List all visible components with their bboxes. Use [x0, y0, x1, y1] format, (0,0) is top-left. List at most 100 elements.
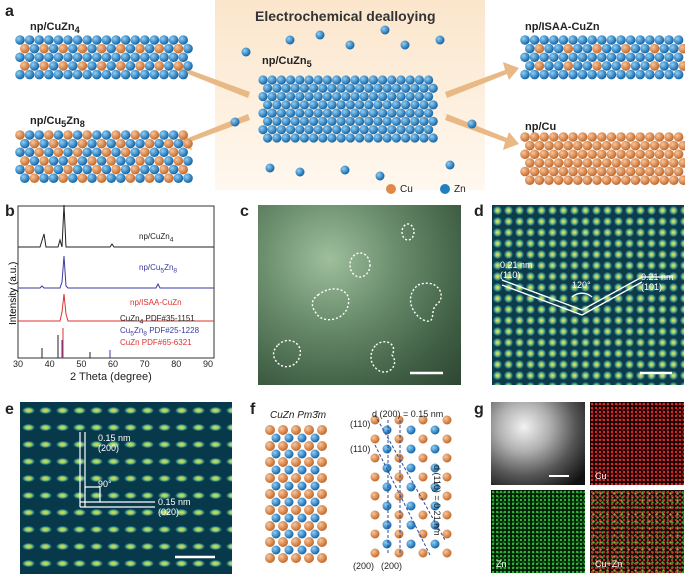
cu-atom — [370, 548, 380, 558]
zn-atom — [539, 52, 549, 63]
zn-atom — [391, 100, 401, 110]
zn-atom — [286, 75, 296, 85]
zn-atom — [558, 52, 569, 63]
zn-atom — [304, 91, 314, 102]
cu-atom — [63, 164, 73, 175]
panel-f-d110: d (110) = 0.21 nm — [432, 465, 442, 536]
cu-atom — [291, 473, 301, 483]
cu-atom — [553, 140, 564, 151]
cu-atom — [525, 158, 535, 168]
cu-atom — [558, 149, 569, 160]
cu-atom — [34, 147, 44, 158]
cu-atom — [442, 434, 452, 444]
zn-atom — [414, 91, 424, 102]
zn-atom — [53, 52, 64, 63]
zn-atom — [297, 465, 307, 475]
cu-atom — [587, 132, 597, 142]
cu-atom — [291, 457, 301, 467]
cu-atom — [544, 175, 554, 185]
zn-atom — [284, 497, 294, 507]
zn-atom — [304, 108, 314, 118]
zn-atom — [553, 61, 564, 71]
cu-atom — [278, 521, 288, 531]
zn-atom — [659, 43, 669, 54]
zn-atom — [378, 108, 388, 118]
cu-atom — [606, 149, 617, 160]
cu-atom — [20, 61, 30, 71]
zn-atom — [606, 69, 617, 80]
cu-atom — [592, 158, 602, 168]
zn-atom — [24, 69, 35, 80]
zn-atom — [135, 138, 145, 149]
cu-atom — [29, 138, 40, 149]
cu-atom — [418, 491, 428, 501]
zn-atom — [299, 133, 309, 143]
cu-atom — [278, 537, 288, 547]
cu-atom — [645, 166, 655, 177]
zn-atom — [606, 35, 617, 45]
zn-atom — [284, 481, 294, 491]
cu-atom — [664, 132, 674, 142]
zn-atom — [284, 545, 294, 555]
panel-f-crystal — [265, 414, 452, 563]
scale-bar — [549, 475, 569, 477]
zn-atom — [295, 167, 305, 177]
trace-label-isaa-cuzn: np/ISAA-CuZn — [130, 298, 182, 307]
zn-atom — [332, 125, 342, 135]
zn-atom — [406, 482, 416, 492]
cu-atom — [304, 425, 314, 435]
cu-atom — [649, 175, 660, 185]
zn-atom — [345, 40, 355, 50]
zn-atom — [410, 116, 420, 126]
zn-atom — [140, 69, 150, 80]
panel-f-d200: d (200) = 0.15 nm — [372, 409, 444, 419]
cu-atom — [96, 138, 107, 149]
zn-atom — [72, 52, 83, 63]
panel-c-label: c — [240, 203, 249, 220]
zn-atom — [664, 52, 674, 63]
cu-atom — [154, 156, 164, 166]
zn-atom — [267, 125, 277, 135]
zn-atom — [310, 513, 320, 523]
zn-atom — [345, 133, 355, 143]
cu-atom — [44, 130, 54, 140]
cu-atom — [649, 158, 660, 168]
cu-atom — [168, 147, 179, 158]
zn-atom — [101, 52, 112, 63]
cu-atom — [606, 166, 617, 177]
zn-atom — [587, 52, 597, 63]
zn-atom — [290, 133, 300, 143]
zn-atom — [401, 116, 411, 126]
zn-atom — [549, 69, 559, 80]
cu-atom — [601, 175, 612, 185]
zn-atom — [263, 133, 273, 143]
zn-atom — [345, 83, 355, 93]
zn-atom — [645, 52, 655, 63]
cu-atom — [582, 158, 593, 168]
zn-atom — [380, 25, 390, 35]
cu-atom — [534, 61, 545, 71]
zn-atom — [616, 35, 626, 45]
cu-atom — [654, 149, 665, 160]
cu-atom — [573, 158, 583, 168]
zn-atom — [101, 164, 112, 175]
zn-atom — [310, 545, 320, 555]
zn-atom — [135, 173, 145, 183]
zn-atom — [350, 75, 360, 85]
cu-atom — [120, 147, 131, 158]
zn-atom — [520, 69, 530, 80]
zn-atom — [168, 130, 179, 140]
cu-atom — [317, 425, 327, 435]
zn-atom — [606, 52, 617, 63]
cu-atom — [442, 510, 452, 520]
cu-atom — [442, 529, 452, 539]
legend-zn: Zn — [440, 184, 466, 195]
zn-atom — [577, 35, 588, 45]
cu-atom — [394, 491, 404, 501]
cu-atom — [178, 164, 188, 175]
zn-atom — [48, 173, 59, 183]
zn-atom — [106, 138, 116, 149]
zn-atom — [297, 449, 307, 459]
zn-atom — [322, 91, 332, 102]
